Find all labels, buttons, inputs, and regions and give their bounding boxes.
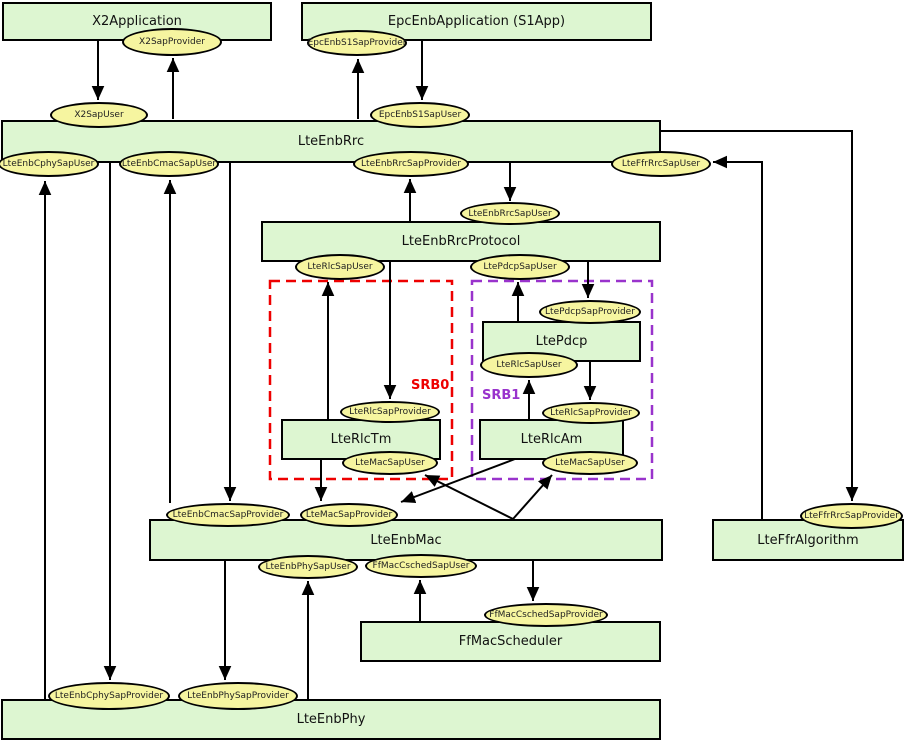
box-lteenbmac-label: LteEnbMac: [370, 532, 442, 548]
epcenbs1sapuser-label: EpcEnbS1SapUser: [378, 110, 462, 120]
edge-mac-to-ltemacsapuser-am: [512, 474, 553, 520]
edge-rlcam-to-ltemacsapprovider: [400, 458, 516, 503]
box-ltepdcp-label: LtePdcp: [535, 334, 588, 349]
ellipse-lteenbphysapuser: LteEnbPhySapUser: [258, 555, 358, 579]
lteenbcmacsapprovider-label: LteEnbCmacSapProvider: [172, 510, 284, 520]
lteenbcmacsapuser-label: LteEnbCmacSapUser: [121, 159, 217, 169]
box-lteenbphy-label: LteEnbPhy: [296, 712, 366, 727]
ellipse-ffmaccschedsapuser: FfMacCschedSapUser: [365, 554, 477, 578]
ellipse-epcenbs1sapprovider: EpcEnbS1SapProvider: [307, 30, 407, 56]
ellipse-ltepdcpsapprovider: LtePdcpSapProvider: [539, 300, 641, 324]
box-ltericitm-label: LteRlcTm: [330, 432, 392, 447]
box-epcenbapplication: EpcEnbApplication (S1App): [301, 2, 652, 41]
srb0-label: SRB0: [411, 378, 450, 393]
ellipse-ltericsapuser-srb1: LteRlcSapUser: [480, 352, 578, 378]
ellipse-ffmaccschedsapprovider: FfMacCschedSapProvider: [484, 603, 608, 627]
ellipse-lteenbcphysapuser: LteEnbCphySapUser: [0, 151, 99, 177]
srb1-label: SRB1: [482, 388, 521, 403]
srb0-group-outline: [268, 279, 454, 481]
lteenbcphysapuser-label: LteEnbCphySapUser: [2, 159, 95, 169]
ltericsapprovider-srb1-label: LteRlcSapProvider: [550, 408, 632, 418]
lteenbrrcsapprovider-label: LteEnbRrcSapProvider: [361, 159, 461, 169]
ellipse-ltemacsapprovider: LteMacSapProvider: [300, 503, 398, 527]
edge-ffr-to-lteffrrrcsapuser: [713, 155, 763, 519]
box-ffmacscheduler: FfMacScheduler: [360, 621, 661, 662]
srb1-group-outline: [470, 279, 654, 481]
ellipse-lteffrrrcsapprovider: LteFfrRrcSapProvider: [800, 503, 903, 529]
x2sapuser-label: X2SapUser: [74, 110, 124, 120]
epcenbs1sapprovider-label: EpcEnbS1SapProvider: [307, 38, 407, 48]
ltepdcpsapuser-label: LtePdcpSapUser: [483, 262, 557, 272]
box-ffmacscheduler-label: FfMacScheduler: [458, 634, 563, 649]
box-epcenbapplication-label: EpcEnbApplication (S1App): [387, 14, 566, 29]
ltemacsapprovider-label: LteMacSapProvider: [305, 510, 393, 520]
ffmaccschedsapprovider-label: FfMacCschedSapProvider: [489, 610, 603, 620]
ellipse-lteenbcmacsapprovider: LteEnbCmacSapProvider: [166, 503, 290, 527]
lteenbphysapuser-label: LteEnbPhySapUser: [265, 562, 351, 572]
ellipse-ltericsapuser-srb0: LteRlcSapUser: [295, 254, 385, 280]
ellipse-ltemacsapuser-tm: LteMacSapUser: [342, 451, 438, 475]
lteffrrrcsapprovider-label: LteFfrRrcSapProvider: [804, 511, 899, 521]
edge-mac-to-ltemacsapuser-tm: [424, 474, 514, 520]
ellipse-lteenbrrcsapuser: LteEnbRrcSapUser: [460, 202, 560, 225]
lteenbcphysapprovider-label: LteEnbCphySapProvider: [54, 691, 164, 701]
box-x2application-label: X2Application: [92, 14, 182, 29]
ellipse-lteenbphysapprovider: LteEnbPhySapProvider: [178, 682, 298, 710]
ellipse-lteenbcphysapprovider: LteEnbCphySapProvider: [48, 682, 170, 710]
lteenbrrcsapuser-label: LteEnbRrcSapUser: [468, 208, 552, 219]
ellipse-ltericsapprovider-srb1: LteRlcSapProvider: [542, 402, 640, 424]
box-lteenbrrcprotocol-label: LteEnbRrcProtocol: [401, 234, 521, 249]
x2sapprovider-label: X2SapProvider: [139, 37, 205, 47]
edge-rrc-to-lteffrrrcsapprovider: [661, 130, 859, 501]
box-lteenbrrc-label: LteEnbRrc: [297, 134, 365, 149]
box-lteffralgorithm-label: LteFfrAlgorithm: [757, 532, 859, 548]
ellipse-x2sapuser: X2SapUser: [50, 102, 148, 128]
ellipse-ltericsapprovider-srb0: LteRlcSapProvider: [340, 401, 440, 423]
ellipse-ltepdcpsapuser: LtePdcpSapUser: [470, 254, 570, 280]
box-ltericam-label: LteRlcAm: [520, 432, 583, 447]
ellipse-epcenbs1sapuser: EpcEnbS1SapUser: [370, 102, 470, 128]
ltericsapuser-srb1-label: LteRlcSapUser: [496, 360, 562, 370]
ellipse-ltemacsapuser-am: LteMacSapUser: [542, 451, 638, 475]
ellipse-lteenbrrcsapprovider: LteEnbRrcSapProvider: [353, 151, 469, 177]
ellipse-lteenbcmacsapuser: LteEnbCmacSapUser: [119, 151, 219, 177]
lteenbphysapprovider-label: LteEnbPhySapProvider: [187, 691, 289, 701]
lteffrrrcsapuser-label: LteFfrRrcSapUser: [621, 159, 701, 169]
ltemacsapuser-am-label: LteMacSapUser: [555, 458, 625, 468]
ffmaccschedsapuser-label: FfMacCschedSapUser: [372, 561, 470, 571]
ltepdcpsapprovider-label: LtePdcpSapProvider: [545, 307, 635, 317]
ltemacsapuser-tm-label: LteMacSapUser: [355, 458, 425, 468]
ellipse-lteffrrrcsapuser: LteFfrRrcSapUser: [611, 151, 711, 177]
ltericsapprovider-srb0-label: LteRlcSapProvider: [349, 407, 431, 417]
ltericsapuser-srb0-label: LteRlcSapUser: [307, 262, 373, 272]
ellipse-x2sapprovider: X2SapProvider: [122, 28, 222, 56]
